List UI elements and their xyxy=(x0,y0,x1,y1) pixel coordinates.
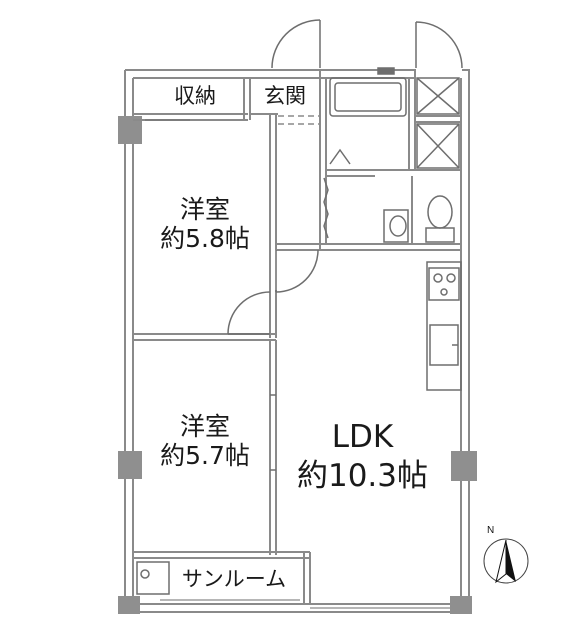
pillars xyxy=(118,116,477,614)
bathtub xyxy=(329,77,407,117)
sunroom-label: サンルーム xyxy=(181,567,287,591)
north-arrow-icon xyxy=(483,538,529,584)
stove xyxy=(428,267,460,301)
toilet-tank xyxy=(425,227,455,243)
western-room-1-name: 洋室 xyxy=(179,195,230,224)
western-room-2-name: 洋室 xyxy=(179,412,230,441)
interior-walls xyxy=(133,70,461,604)
windows xyxy=(160,599,450,609)
western-room-2-label: 洋室 約5.7帖 xyxy=(140,412,270,471)
ldk-size: 約10.3帖 xyxy=(296,457,429,494)
kitchen-counter xyxy=(426,261,462,391)
shower-marker xyxy=(329,148,351,165)
western-room-1-label: 洋室 約5.8帖 xyxy=(140,195,270,254)
entrance-label: 玄関 xyxy=(264,84,306,108)
storage-label: 収納 xyxy=(174,84,216,108)
ldk-label: LDK 約10.3帖 xyxy=(280,418,445,496)
wash-basin xyxy=(383,209,409,243)
western-room-1-size: 約5.8帖 xyxy=(160,223,250,253)
washer-space xyxy=(136,561,170,595)
western-room-2-size: 約5.7帖 xyxy=(160,440,250,470)
entrance-step xyxy=(278,115,320,125)
toilet-bowl xyxy=(427,195,453,229)
ldk-name: LDK xyxy=(331,419,394,455)
doors xyxy=(145,19,463,471)
north-label: N xyxy=(487,525,495,536)
fixtures xyxy=(136,67,462,595)
